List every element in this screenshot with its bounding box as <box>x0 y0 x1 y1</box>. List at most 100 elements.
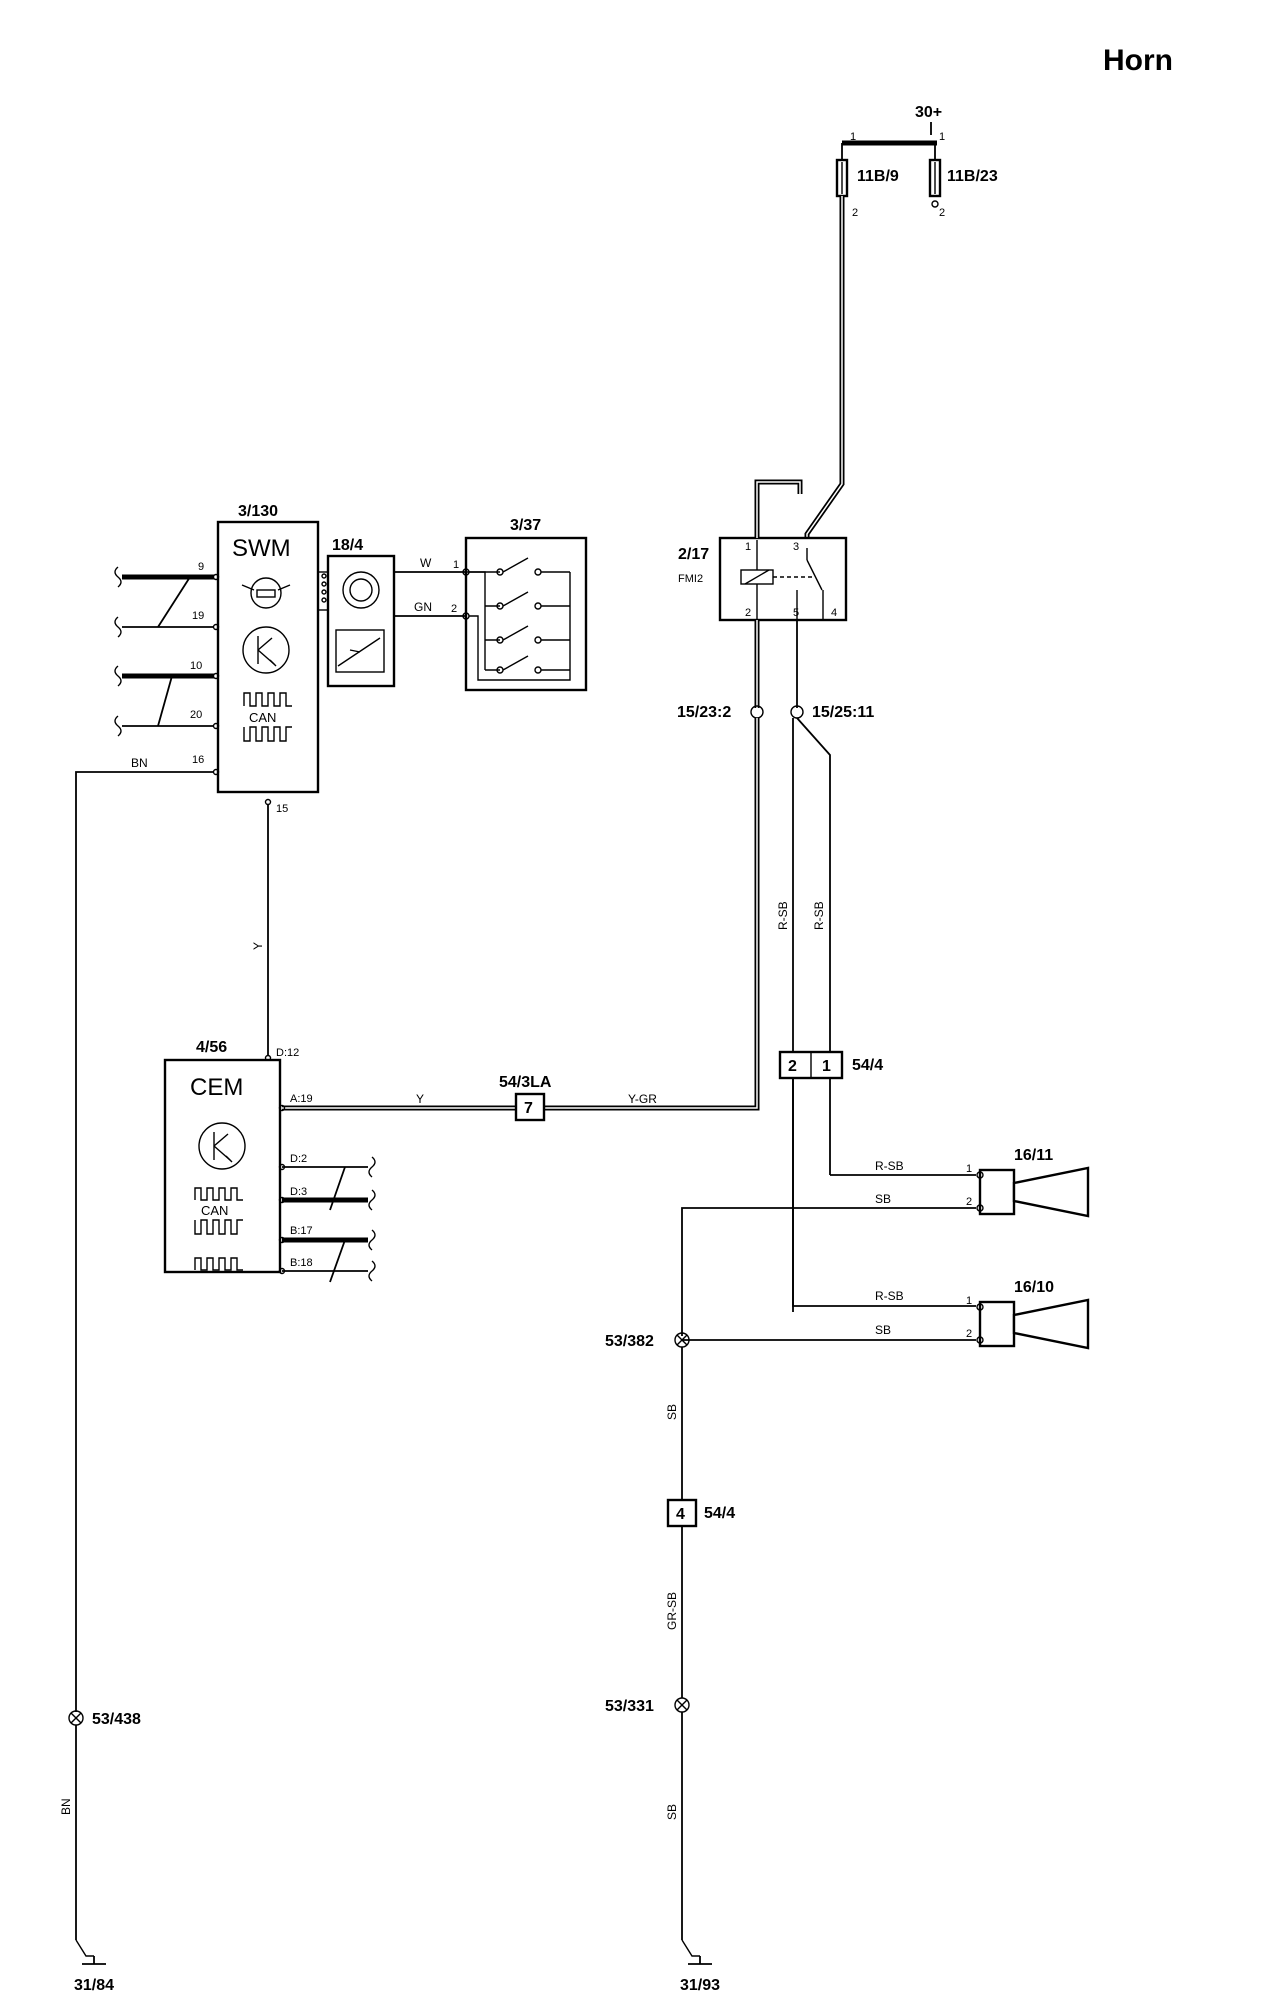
svg-text:FMI2: FMI2 <box>678 573 703 585</box>
svg-text:B:17: B:17 <box>290 1225 313 1237</box>
svg-text:54/4: 54/4 <box>704 1505 735 1522</box>
splice-53-331 <box>674 1697 690 1713</box>
svg-text:31/93: 31/93 <box>680 1977 720 1994</box>
svg-text:16: 16 <box>192 754 204 766</box>
svg-text:R-SB: R-SB <box>875 1159 904 1173</box>
svg-text:R-SB: R-SB <box>776 901 790 930</box>
splice-53-438 <box>68 1710 84 1726</box>
svg-text:1: 1 <box>453 559 459 571</box>
svg-text:GR-SB: GR-SB <box>665 1592 679 1630</box>
svg-text:1: 1 <box>850 131 856 143</box>
svg-text:SB: SB <box>665 1804 679 1820</box>
svg-text:7: 7 <box>524 1100 533 1117</box>
svg-text:4: 4 <box>831 607 837 619</box>
svg-text:11B/9: 11B/9 <box>857 168 899 185</box>
svg-text:10: 10 <box>190 660 202 672</box>
wire-r-sb-2 <box>796 717 831 1052</box>
svg-text:2/17: 2/17 <box>678 546 709 563</box>
svg-text:2: 2 <box>966 1328 972 1340</box>
svg-text:A:19: A:19 <box>290 1093 313 1105</box>
horn-contact-set <box>462 557 571 681</box>
horn-16-10 <box>976 1298 1090 1350</box>
horn-contacts-3-37 <box>464 536 588 692</box>
svg-text:3/130: 3/130 <box>238 503 278 520</box>
svg-text:53/382: 53/382 <box>605 1333 654 1350</box>
svg-text:2: 2 <box>745 607 751 619</box>
ground-31-93 <box>681 1939 712 1965</box>
svg-text:54/4: 54/4 <box>852 1057 883 1074</box>
svg-text:2: 2 <box>788 1058 797 1075</box>
svg-text:5: 5 <box>793 607 799 619</box>
connector-54-3la <box>514 1092 546 1122</box>
cem-pulse2-icon <box>194 1257 243 1271</box>
svg-text:1: 1 <box>939 131 945 143</box>
pulse-icon <box>243 692 292 707</box>
svg-text:3/37: 3/37 <box>510 517 541 534</box>
svg-text:SB: SB <box>875 1192 891 1206</box>
svg-text:1: 1 <box>822 1058 831 1075</box>
svg-text:Y-GR: Y-GR <box>628 1092 657 1106</box>
svg-text:9: 9 <box>198 561 204 573</box>
cem-module <box>163 1058 282 1274</box>
svg-text:D:3: D:3 <box>290 1186 307 1198</box>
steering-wheel-icon <box>241 577 291 609</box>
svg-text:53/331: 53/331 <box>605 1698 654 1715</box>
svg-text:B:18: B:18 <box>290 1257 313 1269</box>
swm-module <box>216 520 320 794</box>
svg-text:19: 19 <box>192 610 204 622</box>
svg-text:R-SB: R-SB <box>875 1289 904 1303</box>
relay-2-17 <box>718 536 848 622</box>
wire-y-gr <box>282 718 760 1111</box>
svg-text:15/23:2: 15/23:2 <box>677 704 731 721</box>
wire-sb-horn1 <box>681 1207 976 1336</box>
svg-text:15: 15 <box>276 803 288 815</box>
svg-text:31/84: 31/84 <box>74 1977 114 1994</box>
svg-text:Y: Y <box>251 942 265 950</box>
svg-text:16/11: 16/11 <box>1014 1147 1053 1164</box>
transistor-icon <box>242 626 290 674</box>
svg-text:2: 2 <box>939 207 945 219</box>
svg-text:4: 4 <box>676 1506 685 1523</box>
relay-pin1-loop <box>754 479 803 538</box>
svg-text:54/3LA: 54/3LA <box>499 1074 552 1091</box>
cem-pulse-icon <box>194 1187 243 1201</box>
svg-text:1: 1 <box>966 1163 972 1175</box>
cem-can-icon <box>194 1219 243 1235</box>
svg-text:1: 1 <box>966 1295 972 1307</box>
svg-text:SB: SB <box>665 1404 679 1420</box>
svg-text:2: 2 <box>852 207 858 219</box>
svg-text:SB: SB <box>875 1323 891 1337</box>
horn-switch-18-4 <box>326 554 396 688</box>
svg-text:2: 2 <box>966 1196 972 1208</box>
svg-text:GN: GN <box>414 600 432 614</box>
svg-text:CAN: CAN <box>249 710 276 725</box>
svg-text:BN: BN <box>131 756 148 770</box>
svg-text:D:2: D:2 <box>290 1153 307 1165</box>
ground-31-84 <box>75 1939 106 1965</box>
power-label: 30+ <box>915 104 942 121</box>
wire-r-sb-horn2 <box>792 1078 976 1307</box>
svg-text:20: 20 <box>190 709 202 721</box>
diagram-title: Horn <box>1103 44 1173 77</box>
svg-text:Y: Y <box>416 1092 424 1106</box>
wire-fuse-to-relay <box>804 196 845 540</box>
svg-text:53/438: 53/438 <box>92 1711 141 1728</box>
svg-text:D:12: D:12 <box>276 1047 299 1059</box>
svg-text:3: 3 <box>793 541 799 553</box>
svg-text:11B/23: 11B/23 <box>947 168 998 185</box>
svg-text:SWM: SWM <box>232 535 291 562</box>
svg-text:R-SB: R-SB <box>812 901 826 930</box>
can-pulse-icon <box>243 726 292 742</box>
svg-text:CAN: CAN <box>201 1203 228 1218</box>
svg-text:CEM: CEM <box>190 1074 243 1101</box>
svg-text:1: 1 <box>745 541 751 553</box>
svg-text:15/25:11: 15/25:11 <box>812 704 874 721</box>
svg-text:16/10: 16/10 <box>1014 1279 1054 1296</box>
horn-16-11 <box>976 1166 1090 1218</box>
wire-bn <box>75 771 214 1712</box>
svg-text:BN: BN <box>59 1798 73 1815</box>
cem-transistor-icon <box>198 1122 246 1170</box>
svg-text:18/4: 18/4 <box>332 537 363 554</box>
svg-text:W: W <box>420 556 432 570</box>
